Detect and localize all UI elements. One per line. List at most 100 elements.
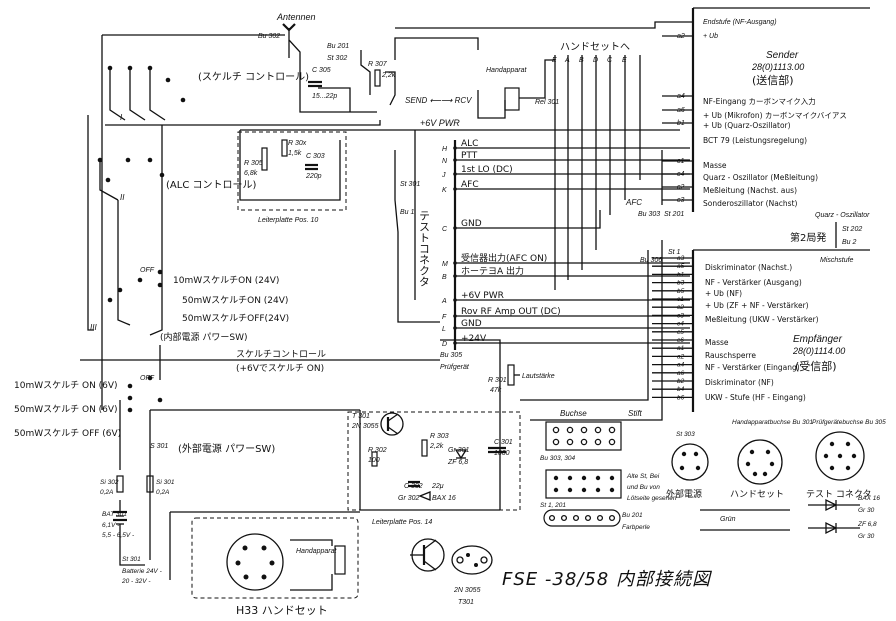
stift-pin [609, 487, 615, 493]
test-pin-dot [453, 261, 457, 265]
test-pin-dot [453, 172, 457, 176]
internal-mode-switch: OFF 10mWスケルチON (24V) 50mWスケルチON (24V) 50… [140, 267, 326, 374]
board14-label: Leiterplatte Pos. 14 [372, 519, 432, 526]
antenna-icon [282, 23, 296, 32]
farbperle-pin [560, 514, 568, 522]
si301-label: Si 301 [156, 479, 175, 486]
quarz-st: St 202 [842, 226, 862, 233]
h33-handapparat: Handapparat [296, 548, 338, 555]
test-pin-dot [453, 314, 457, 318]
send-rcv-label: SEND ⟵⟶ RCV [405, 96, 472, 105]
stift-pin [581, 487, 587, 493]
handset-pin-letter: C [607, 57, 613, 64]
test-pin-dot [453, 226, 457, 230]
buchse-socket [566, 438, 574, 446]
mode-opt1: 10mWスケルチON (24V) [173, 275, 279, 286]
pinout-st303: St 303 [676, 431, 695, 438]
c303-value: 220p [305, 173, 322, 180]
diode2-b: Gr 30 [858, 533, 875, 540]
transistor-ref: T301 [458, 599, 474, 606]
buchse-bu201: Bu 201 [622, 512, 643, 519]
bat-st: St 301 [122, 556, 141, 563]
farbperle-pin [584, 514, 592, 522]
test-pin-letter: N [442, 158, 448, 165]
receiver-line: Rauschsperre [705, 351, 756, 360]
test-pin-dot [453, 326, 457, 330]
si301-value: 0,2A [156, 489, 169, 496]
mode-opt2: 50mWスケルチON (24V) [182, 295, 288, 306]
buchse-socket [566, 426, 574, 434]
receiver-line: Meßleitung (UKW - Verstärker) [705, 315, 819, 324]
bu305-label: Bu 305 [440, 352, 462, 359]
diode2-a: ZF 6,8 [857, 521, 877, 528]
test-pin-label: ALC [461, 139, 478, 149]
sender-name: Sender [766, 50, 799, 61]
ext-opt2: 50mWスケルチ ON (6V) [14, 404, 118, 415]
receiver-line: Masse [705, 338, 729, 347]
test-pin-letter: C [442, 226, 448, 233]
st301-label: St 301 [400, 181, 420, 188]
test-pin-letter: B [442, 274, 447, 281]
test-pin-dot [453, 146, 457, 150]
board-pos10: R 305 6,8k R 30x 1,5k C 303 220p Leiterp… [237, 131, 347, 224]
r303-value: 2,2k [429, 443, 444, 450]
switch-contacts [97, 65, 186, 413]
st1-label: St 1 [668, 249, 681, 256]
bat-label: BAT 301 [102, 511, 127, 518]
wiring [80, 21, 693, 580]
sender-line: Quarz - Oszillator (Meßleitung) [703, 173, 818, 182]
power-stage: T 301 2N 3055 R 302 100 R 303 2,2k C 302… [347, 411, 521, 526]
internal-power-label: (内部電源 パワーSW) [160, 331, 248, 343]
test-connector-label: テストコネクタ [418, 210, 431, 287]
buchse-socket [594, 438, 602, 446]
c301-label: C 301 [494, 439, 513, 446]
handset-pin-letter: E [622, 57, 627, 64]
r307-resistor [374, 69, 381, 87]
test-pin-dot [453, 187, 457, 191]
alte-note-1: Alte St, Bei [626, 473, 660, 480]
farbperle-pin [572, 514, 580, 522]
roman-I: I [120, 113, 123, 122]
t301-label: T 301 [352, 413, 370, 420]
test-pin-label: AFC [461, 180, 479, 190]
buchse-socket [580, 426, 588, 434]
sender-line: Meßleitung (Nachst. aus) [703, 186, 797, 195]
bu1-label: Bu 1 [400, 209, 415, 216]
receiver-line: NF - Verstärker (Ausgang) [705, 278, 802, 287]
test-pin-letter: H [442, 146, 448, 153]
stift-pin [595, 487, 601, 493]
gruen-label: Grün [720, 516, 736, 523]
gr302-type: BAX 16 [432, 495, 456, 502]
sender-line: Sonderoszillator (Nachst) [703, 199, 798, 208]
test-pin-label: Rov RF Amp OUT (DC) [461, 307, 561, 317]
afc-label: AFC [625, 198, 642, 207]
quarz-oscillator: Quarz - Oszillator St 202 Bu 2 第2局発 [790, 212, 870, 248]
handset-pin-letter: E [552, 57, 557, 64]
antenna-label: Antennen [276, 12, 316, 22]
pwr-6v-label: +6V PWR [420, 118, 460, 128]
buchse-title: Buchse [560, 409, 587, 418]
sender-jp: (送信部) [752, 73, 794, 87]
stift-pin [567, 487, 573, 493]
bu303-label: Bu 303 [638, 211, 660, 218]
handapparat-label: Handapparat [486, 67, 528, 74]
buchse-socket [594, 426, 602, 434]
buchse-socket [552, 426, 560, 434]
external-power-label: (外部電源 パワーSW) [178, 442, 275, 455]
handset-pin-letter: A [564, 57, 570, 64]
receiver-heading: Mischstufe [820, 257, 854, 264]
ext-opt1: 10mWスケルチ ON (6V) [14, 380, 118, 391]
test-pin-dot [453, 298, 457, 302]
test-pin-dot [453, 341, 457, 345]
volume-value: 47k [490, 387, 502, 394]
squelch-line-note: (+6Vでスケルチ ON) [236, 363, 324, 374]
receiver-line: + Ub (ZF + NF - Verstärker) [705, 301, 809, 310]
test-pin-label: +6V PWR [461, 291, 504, 301]
r307-label: R 307 [368, 61, 388, 68]
test-pin-label: GND [461, 219, 482, 229]
